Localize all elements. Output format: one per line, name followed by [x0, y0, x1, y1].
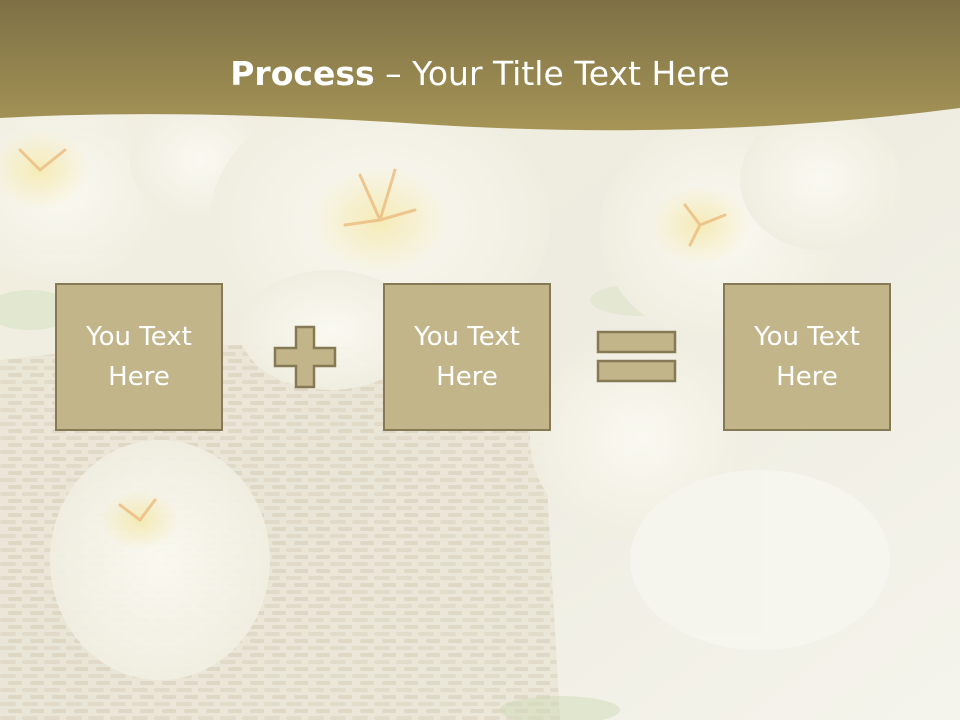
process-box-1[interactable]: You Text Here: [55, 283, 223, 431]
plus-icon: [273, 325, 337, 389]
process-box-1-text: You Text Here: [86, 322, 192, 392]
process-box-3[interactable]: You Text Here: [723, 283, 891, 431]
title-dash: –: [374, 54, 413, 93]
title-banner: [0, 0, 960, 131]
slide-title: Process – Your Title Text Here: [0, 52, 960, 96]
process-box-3-text: You Text Here: [754, 322, 860, 392]
equals-icon: [596, 330, 677, 383]
process-box-2[interactable]: You Text Here: [383, 283, 551, 431]
title-rest: Your Title Text Here: [412, 54, 730, 93]
title-bold: Process: [230, 54, 375, 93]
process-box-2-text: You Text Here: [414, 322, 520, 392]
